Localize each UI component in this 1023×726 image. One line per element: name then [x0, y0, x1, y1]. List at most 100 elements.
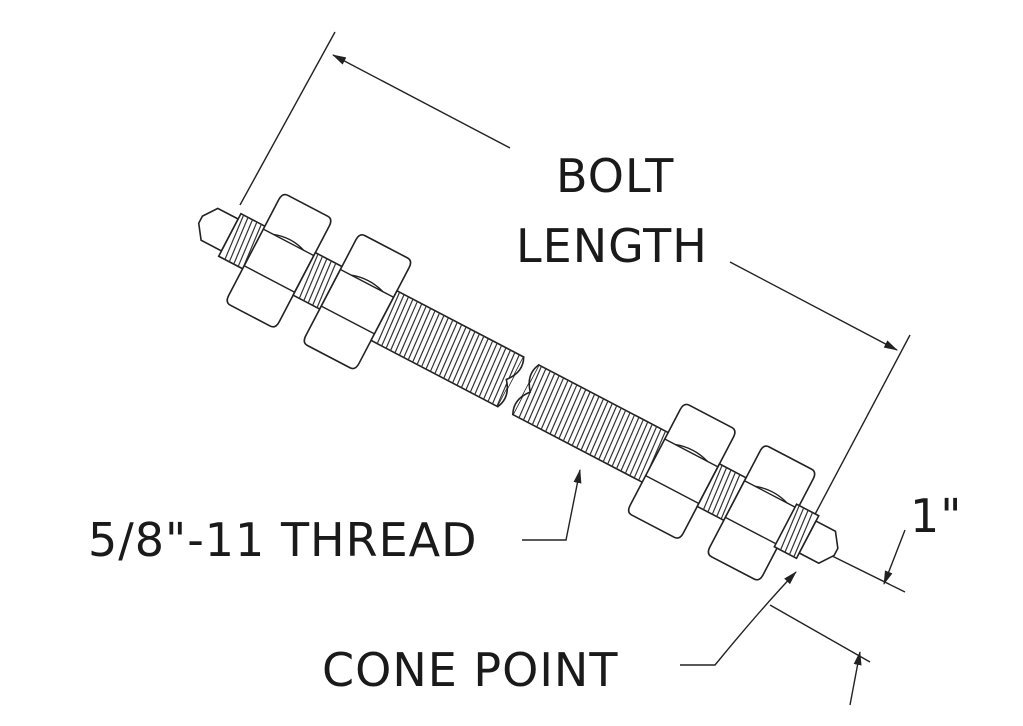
hex-nut-1-face-edge [262, 228, 315, 257]
thread-main-left-crest [398, 303, 423, 356]
hex-nut-3 [627, 403, 736, 539]
extension-line-right [811, 334, 911, 521]
thread-between-nuts-right-crest [707, 467, 728, 513]
thread-main-right-crest [549, 382, 574, 435]
thread-main-left-crest [403, 305, 427, 358]
thread-main-right-crest [580, 398, 605, 451]
thread-main-right-crest [584, 400, 609, 453]
thread-main-left-crest [469, 340, 494, 393]
thread-main-right-crest [545, 379, 569, 432]
thread-main-right-crest [629, 423, 653, 476]
label-bolt: BOLT [556, 149, 674, 203]
thread-left-end-crest [233, 219, 254, 265]
thread-main-left-crest [421, 315, 445, 368]
thread-between-nuts-left-crest [312, 260, 332, 306]
thread-main-left-crest [456, 333, 480, 386]
thread-left-end-crest [228, 217, 249, 263]
thread-main-right-crest [638, 428, 662, 481]
thread-main-right-crest [527, 370, 551, 423]
hex-nut-4-face-edge [744, 480, 799, 510]
point-extension-top [819, 549, 906, 593]
hex-nut-1 [226, 193, 332, 328]
thread-leader [522, 469, 582, 541]
thread-left-end-crest [224, 214, 245, 260]
thread-main-right-crest [611, 414, 636, 467]
thread-main-left-crest [460, 335, 485, 388]
thread-main-left-crest [381, 294, 405, 347]
label-length: LENGTH [516, 219, 708, 273]
label-thread: 5/8"-11 THREAD [88, 513, 478, 567]
thread-main-left-crest [429, 319, 454, 372]
thread-main-left-crest [438, 324, 463, 377]
cone-point-leader [680, 571, 797, 666]
thread-main-left-crest [412, 310, 436, 363]
thread-right-end-crest [788, 509, 809, 555]
label-cone-point: CONE POINT [322, 643, 618, 697]
thread-between-nuts-left-crest [307, 258, 328, 304]
hex-nut-3-face-edge [664, 438, 719, 468]
hex-nut-1-chamfer [273, 233, 305, 251]
thread-main-left-crest [425, 317, 449, 370]
thread-main-right-crest [531, 372, 556, 425]
stud-bolt [197, 193, 839, 581]
hex-nut-2-face-edge [340, 268, 394, 298]
thread-main-right-crest [624, 421, 649, 474]
dimension-line-lower [729, 261, 898, 351]
thread-main-left-crest [385, 296, 410, 349]
hex-nut-2 [303, 234, 412, 370]
thread-main-left-crest [389, 298, 414, 351]
break-mark-left [497, 356, 525, 408]
thread-main-right-crest [567, 391, 591, 444]
thread-main-left-crest [487, 349, 511, 402]
point-dim-line-a [883, 529, 906, 585]
thread-main-left-crest [416, 312, 441, 365]
point-extension-bottom [769, 604, 871, 663]
hex-nut-3-chamfer [675, 443, 708, 462]
hex-nut-4-face-edge [725, 516, 779, 546]
hex-nut-3-face-edge [645, 475, 700, 505]
thread-main-right-crest [607, 412, 631, 465]
thread-main-left-crest [434, 322, 458, 374]
thread-main-left-crest [376, 291, 401, 344]
dimension-line-upper [332, 54, 511, 149]
thread-main-right-crest [589, 403, 613, 456]
thread-main-left-crest [491, 352, 516, 405]
thread-right-end-crest [793, 512, 814, 558]
thread-main-left-crest [474, 342, 498, 395]
hex-nut-2-face-edge [320, 305, 375, 335]
thread-main-left [369, 289, 525, 408]
thread-between-nuts-right-crest [716, 471, 736, 517]
thread-main-left-crest [452, 331, 476, 384]
thread-left-end-crest [237, 221, 258, 267]
hex-nut-4-chamfer [755, 485, 788, 504]
point-dim-line-b [849, 651, 862, 706]
thread-main-right-crest [536, 375, 560, 428]
cone-point-right [798, 520, 839, 565]
thread-main-right-crest [571, 393, 596, 446]
thread-main-right-crest [522, 368, 547, 421]
thread-main-left-crest [407, 308, 432, 361]
thread-main-right-crest [593, 405, 618, 458]
thread-main-right-crest [540, 377, 565, 430]
label-point-size: 1" [910, 489, 962, 543]
thread-main-left-crest [394, 301, 418, 354]
hex-nut-4 [707, 445, 816, 581]
hex-nut-2-chamfer [350, 274, 384, 293]
extension-line-left [239, 31, 336, 206]
thread-main-right-crest [558, 386, 582, 439]
thread-main-right-crest [598, 407, 622, 460]
thread-main-right-crest [633, 426, 658, 479]
thread-main-right-crest [615, 417, 640, 469]
thread-between-nuts-right-crest [711, 469, 732, 515]
hex-nut-1-face-edge [243, 265, 296, 293]
thread-main-left-crest [443, 326, 467, 379]
thread-between-nuts-right-crest [702, 465, 723, 510]
thread-between-nuts-left-crest [303, 256, 324, 301]
thread-between-nuts-left-crest [298, 253, 319, 299]
thread-right-end-crest [779, 505, 800, 551]
thread-main-left-crest [465, 338, 489, 391]
thread-right-end-crest [784, 507, 805, 553]
thread-main-left-crest [447, 328, 472, 381]
